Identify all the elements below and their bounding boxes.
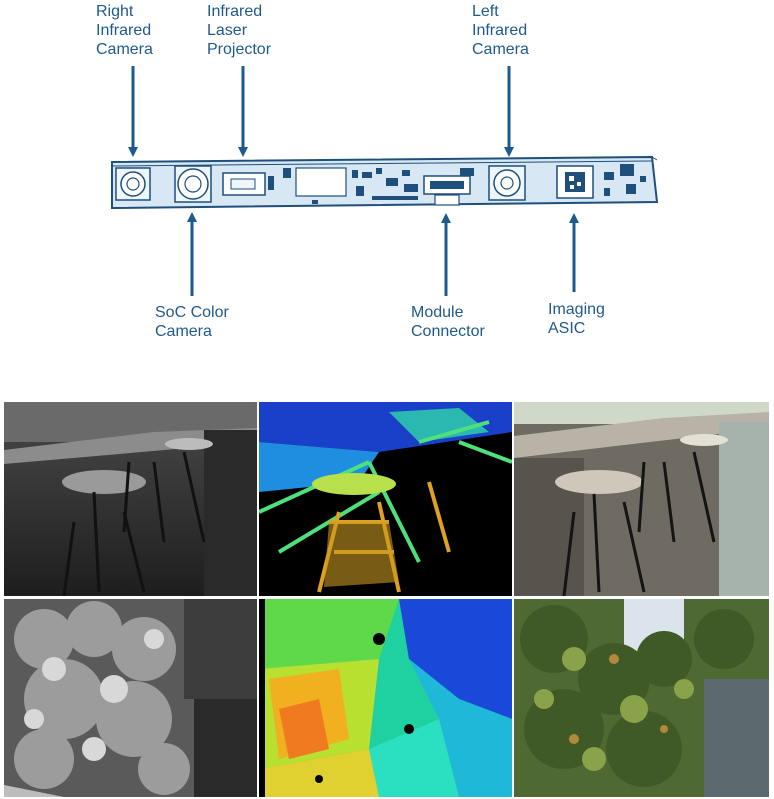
label-soc-color-camera: SoC Color Camera xyxy=(155,304,229,340)
sample-image-grid xyxy=(0,402,774,799)
camera-module-diagram: Right Infrared Camera Infrared Laser Pro… xyxy=(0,0,774,380)
depth-colormap-tree-image xyxy=(259,599,512,797)
label-imaging-asic: Imaging ASIC xyxy=(548,301,605,337)
label-infrared-laser-projector: Infrared Laser Projector xyxy=(207,3,272,58)
color-photo-balcony-image xyxy=(514,402,769,596)
color-photo-tree-image xyxy=(514,599,769,797)
label-right-infrared-camera: Right Infrared Camera xyxy=(96,3,153,58)
imaging-asic-chip xyxy=(556,165,594,199)
left-ir-camera-lens xyxy=(488,165,526,201)
soc-color-camera-lens xyxy=(174,165,212,203)
depth-colormap-balcony-image xyxy=(259,402,512,596)
ir-laser-projector xyxy=(222,172,274,196)
label-module-connector: Module Connector xyxy=(411,304,485,340)
ir-grayscale-balcony-image xyxy=(4,402,257,596)
module-board-drawing xyxy=(111,66,659,296)
ir-grayscale-tree-image xyxy=(4,599,257,797)
label-left-infrared-camera: Left Infrared Camera xyxy=(472,3,529,58)
module-connector-part xyxy=(423,168,474,206)
right-ir-camera-lens xyxy=(115,167,151,201)
end-components xyxy=(604,164,646,196)
pcb-components xyxy=(283,167,418,204)
